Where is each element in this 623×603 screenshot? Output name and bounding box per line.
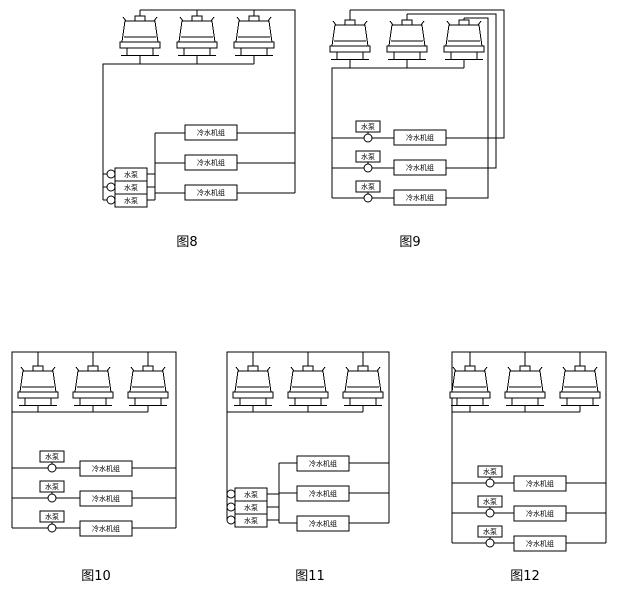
cooling-tower <box>72 365 114 406</box>
chiller-label: 冷水机组 <box>92 524 120 533</box>
figure-12: 水泵 水泵 水泵 冷水机组 冷水机组 冷水机组 图12 <box>449 351 607 584</box>
pump-group: 水泵 水泵 水泵 <box>355 120 381 203</box>
chiller-label: 冷水机组 <box>197 128 225 137</box>
fig12-piping <box>451 351 607 544</box>
pump-label: 水泵 <box>361 152 375 161</box>
chiller-label: 冷水机组 <box>406 163 434 172</box>
fig8-piping <box>102 9 296 201</box>
chiller-label: 冷水机组 <box>526 479 554 488</box>
chiller-label: 冷水机组 <box>92 464 120 473</box>
pump-icon <box>106 195 116 205</box>
pump-icon <box>106 169 116 179</box>
pump-label: 水泵 <box>45 512 59 521</box>
cooling-tower <box>386 19 428 60</box>
pump-label: 水泵 <box>244 516 258 525</box>
pump-group: 水泵 水泵 水泵 <box>226 487 268 528</box>
fig10-piping <box>11 351 177 529</box>
pump-icon <box>47 463 57 473</box>
pump-icon <box>226 515 236 525</box>
pump-label: 水泵 <box>124 170 138 179</box>
chiller-label: 冷水机组 <box>526 509 554 518</box>
figure-caption: 图12 <box>510 569 540 584</box>
chiller-label: 冷水机组 <box>309 489 337 498</box>
pump-label: 水泵 <box>244 490 258 499</box>
cooling-tower <box>342 365 384 406</box>
pump-label: 水泵 <box>124 183 138 192</box>
chiller-label: 冷水机组 <box>406 133 434 142</box>
cooling-tower <box>504 365 546 406</box>
figure-8: 水泵 水泵 水泵 冷水机组 冷水机组 冷水机组 图8 <box>102 9 296 250</box>
pump-label: 水泵 <box>45 482 59 491</box>
pump-group: 水泵 水泵 水泵 <box>477 465 503 548</box>
pump-icon <box>226 502 236 512</box>
figure-caption: 图11 <box>295 569 325 584</box>
figure-caption: 图8 <box>176 235 197 250</box>
chiller-label: 冷水机组 <box>406 193 434 202</box>
cooling-tower <box>443 19 485 60</box>
cooling-tower <box>17 365 59 406</box>
chiller-group: 冷水机组 冷水机组 冷水机组 <box>393 129 447 206</box>
pump-label: 水泵 <box>361 182 375 191</box>
figure-10: 水泵 水泵 水泵 冷水机组 冷水机组 冷水机组 图10 <box>11 351 177 584</box>
cooling-tower <box>127 365 169 406</box>
pump-label: 水泵 <box>45 452 59 461</box>
chiller-group: 冷水机组 冷水机组 冷水机组 <box>184 124 238 201</box>
pump-icon <box>226 489 236 499</box>
cooling-tower <box>559 365 601 406</box>
pump-icon <box>47 523 57 533</box>
pump-icon <box>363 163 373 173</box>
pump-label: 水泵 <box>483 467 497 476</box>
pump-icon <box>485 478 495 488</box>
chiller-group: 冷水机组 冷水机组 冷水机组 <box>79 460 133 537</box>
cooling-tower <box>233 15 275 56</box>
figure-11: 水泵 水泵 水泵 冷水机组 冷水机组 冷水机组 图11 <box>226 351 390 584</box>
chiller-label: 冷水机组 <box>309 459 337 468</box>
fig11-piping <box>226 351 390 524</box>
pump-label: 水泵 <box>244 503 258 512</box>
figure-caption: 图9 <box>399 235 420 250</box>
cooling-tower <box>329 19 371 60</box>
chiller-group: 冷水机组 冷水机组 冷水机组 <box>513 475 567 552</box>
chiller-label: 冷水机组 <box>197 158 225 167</box>
cooling-tower <box>176 15 218 56</box>
figure-caption: 图10 <box>81 569 111 584</box>
pump-icon <box>485 508 495 518</box>
chiller-label: 冷水机组 <box>526 539 554 548</box>
pump-group: 水泵 水泵 水泵 <box>39 450 65 533</box>
figure-9: 水泵 水泵 水泵 冷水机组 冷水机组 冷水机组 图9 <box>329 9 505 250</box>
fig9-piping <box>331 9 505 199</box>
cooling-tower <box>287 365 329 406</box>
chiller-group: 冷水机组 冷水机组 冷水机组 <box>296 455 350 532</box>
pump-label: 水泵 <box>124 196 138 205</box>
pump-icon <box>363 133 373 143</box>
cooling-tower <box>119 15 161 56</box>
chiller-label: 冷水机组 <box>309 519 337 528</box>
pump-icon <box>106 182 116 192</box>
pump-label: 水泵 <box>361 122 375 131</box>
pump-icon <box>47 493 57 503</box>
pump-icon <box>363 193 373 203</box>
chiller-label: 冷水机组 <box>197 188 225 197</box>
pump-group: 水泵 水泵 水泵 <box>106 167 148 208</box>
cooling-tower <box>232 365 274 406</box>
pump-label: 水泵 <box>483 497 497 506</box>
pump-icon <box>485 538 495 548</box>
chiller-label: 冷水机组 <box>92 494 120 503</box>
pump-label: 水泵 <box>483 527 497 536</box>
cooling-tower <box>449 365 491 406</box>
